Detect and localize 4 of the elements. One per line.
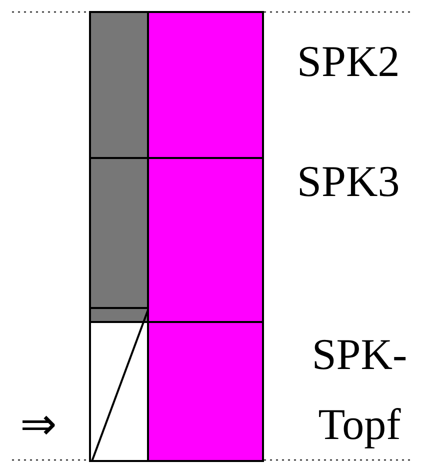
section-label: SPK- Topf — [310, 329, 408, 451]
section-label: SPK3 — [297, 156, 401, 208]
direction-arrow: ⇒ — [20, 399, 58, 451]
section-label: SPK2 — [297, 36, 401, 88]
